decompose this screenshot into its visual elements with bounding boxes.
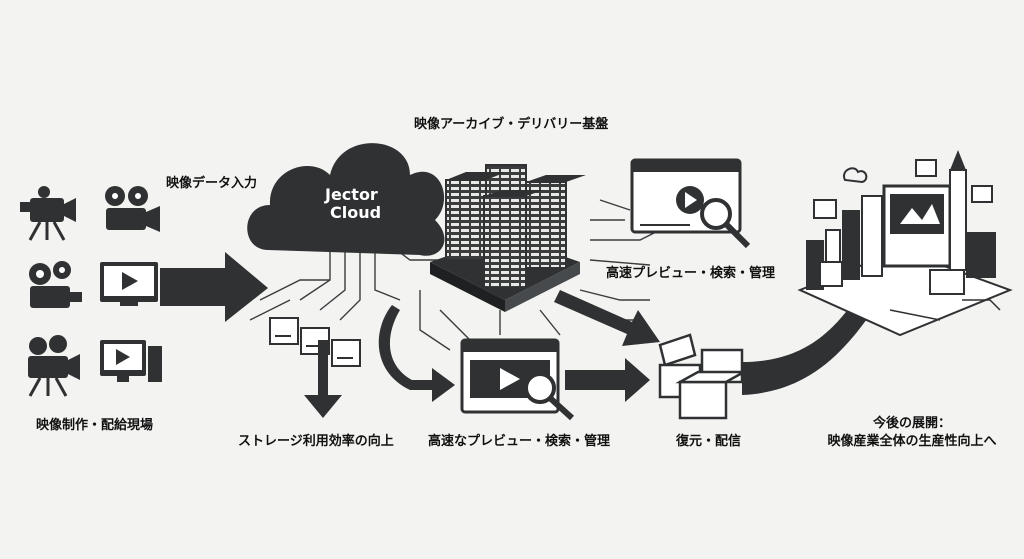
data-input-label: 映像データ入力	[166, 176, 258, 191]
cloud-label-line2: Cloud	[330, 203, 382, 222]
platform-to-restore-arrow	[554, 290, 660, 346]
preview-window-top-icon	[630, 158, 751, 249]
storage-down-arrow	[304, 340, 342, 418]
desktop-computer-icon	[100, 340, 162, 382]
storage-label: ストレージ利用効率の向上	[238, 434, 394, 449]
future-label-line1: 今後の展開：	[872, 416, 951, 431]
preview-to-restore-arrow	[565, 358, 650, 402]
preview-curve-arrow	[378, 305, 455, 402]
monitor-icon	[100, 262, 158, 306]
cinema-camera-icon	[28, 335, 80, 397]
cloud-label-line1: Jector	[325, 185, 378, 204]
server-platform-icon	[430, 164, 586, 312]
jector-cloud-icon	[247, 143, 445, 256]
camcorder-icon	[20, 186, 76, 241]
delivery-boxes-icon	[658, 333, 749, 420]
input-arrow	[160, 252, 268, 322]
preview-bottom-label: 高速なプレビュー・検索・管理	[428, 434, 611, 449]
circuit-lines	[249, 199, 661, 351]
future-label-line2: 映像産業全体の生産性向上へ	[827, 434, 997, 449]
preview-top-label: 高速プレビュー・検索・管理	[606, 266, 776, 281]
storage-blocks-icon	[269, 317, 361, 367]
production-site-label: 映像制作・配給現場	[36, 418, 154, 433]
film-camera-icon	[105, 186, 160, 232]
platform-label: 映像アーカイブ・デリバリー基盤	[414, 117, 609, 132]
restore-label: 復元・配信	[676, 434, 742, 449]
preview-window-bottom-icon	[460, 338, 575, 421]
future-city-icon	[797, 150, 1013, 337]
projector-icon	[29, 261, 82, 308]
